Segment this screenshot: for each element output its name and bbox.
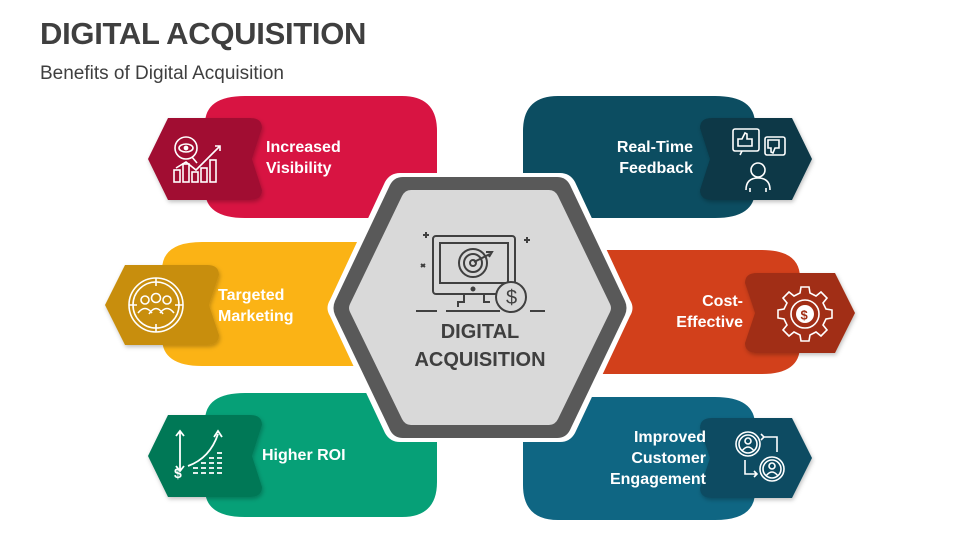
label-line: Higher ROI <box>262 447 346 464</box>
label-line: Improved <box>633 429 706 446</box>
benefit-card-increased-visibility <box>148 96 437 218</box>
label-line: Cost- <box>702 293 743 310</box>
center-hexagon: $ <box>327 173 633 442</box>
benefit-label-cost-effective: Cost- Effective <box>630 291 743 333</box>
label-line: Increased <box>266 139 341 156</box>
label-line: Visibility <box>266 160 332 177</box>
benefit-label-higher-roi: Higher ROI <box>262 445 346 466</box>
benefit-label-real-time-feedback: Real-Time Feedback <box>580 137 693 179</box>
benefit-card-higher-roi: $ <box>148 393 437 517</box>
monitor-target-dollar-icon <box>416 232 545 313</box>
gear-dollar-icon: $ <box>777 286 833 342</box>
label-line: Targeted <box>218 287 285 304</box>
label-line: Real-Time <box>616 139 693 156</box>
label-line: Engagement <box>609 471 706 488</box>
icon-hex-targeted-marketing <box>105 265 219 345</box>
roi-growth-icon: $ <box>174 429 223 481</box>
label-line: Feedback <box>619 160 693 177</box>
center-title-line: DIGITAL <box>440 321 520 343</box>
dollar-glyph: $ <box>506 287 517 309</box>
benefit-label-targeted-marketing: Targeted Marketing <box>218 285 294 327</box>
eye-growth-chart-icon <box>173 136 221 183</box>
label-line: Marketing <box>218 308 294 325</box>
page-subtitle: Benefits of Digital Acquisition <box>40 63 284 84</box>
icon-hex-improved-customer-engagement <box>700 418 812 498</box>
benefit-card-improved-customer-engagement <box>523 397 812 520</box>
customer-exchange-icon <box>735 431 785 482</box>
label-line: Effective <box>676 314 743 331</box>
benefit-label-improved-customer-engagement: Improved Customer Engagement <box>580 427 706 490</box>
icon-hex-real-time-feedback <box>700 118 812 200</box>
page-title: DIGITAL ACQUISITION <box>40 16 367 51</box>
center-title-line: ACQUISITION <box>414 349 546 371</box>
svg-text:$: $ <box>174 465 182 481</box>
benefit-label-increased-visibility: Increased Visibility <box>266 137 341 179</box>
label-line: Customer <box>631 450 706 467</box>
audience-target-icon <box>128 277 184 333</box>
center-title: DIGITAL ACQUISITION <box>380 318 580 374</box>
benefit-card-real-time-feedback <box>523 96 812 218</box>
feedback-thumbs-icon <box>732 128 786 192</box>
icon-hex-increased-visibility <box>148 118 262 200</box>
benefit-card-cost-effective: $ <box>570 250 855 374</box>
svg-text:$: $ <box>801 308 809 323</box>
